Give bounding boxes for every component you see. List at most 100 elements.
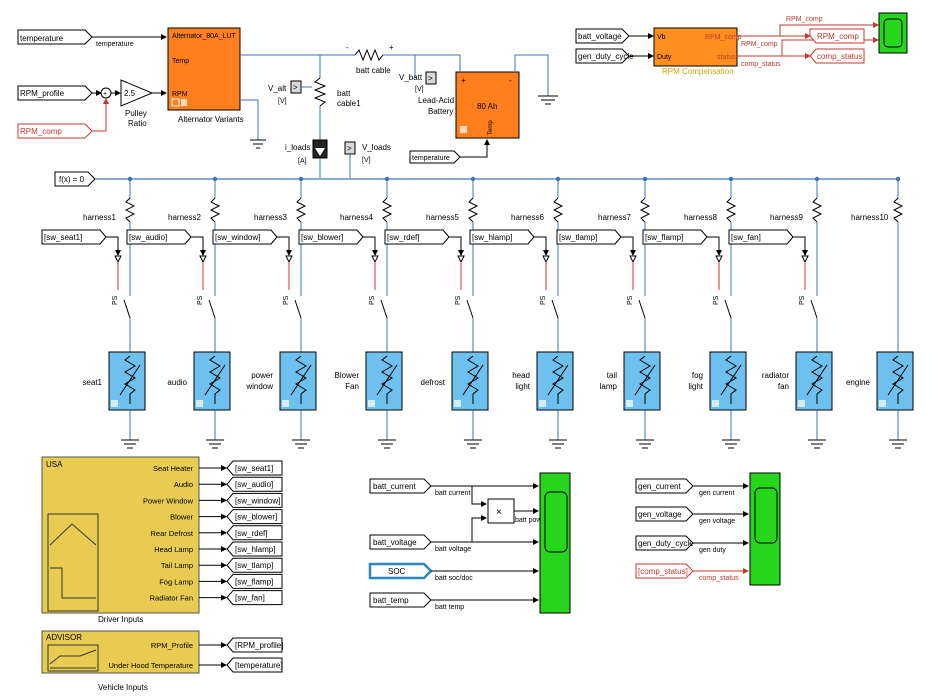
switch[interactable] (380, 299, 388, 319)
harness-resistor[interactable] (639, 197, 651, 223)
harness-resistor[interactable] (811, 197, 823, 223)
load-block-8[interactable] (709, 351, 747, 411)
svg-text:SOC: SOC (388, 567, 406, 576)
svg-text:batt_voltage: batt_voltage (373, 538, 417, 547)
from-tag-gen-current[interactable]: gen_current (635, 478, 694, 494)
harness-resistor[interactable] (725, 197, 737, 223)
battery-block[interactable]: + - 80 Ah Temp (455, 71, 520, 139)
harness-resistor[interactable] (892, 197, 904, 223)
vehicle-inputs-subsystem[interactable]: ADVISOR (41, 630, 200, 674)
harness-resistor[interactable] (124, 197, 136, 223)
goto-tag-sw-tlamp[interactable]: [sw_tlamp] (226, 557, 283, 573)
goto-tag-rpm-comp[interactable]: RPM_comp (809, 28, 865, 44)
goto-tag-sw-seat1[interactable]: [sw_seat1] (226, 460, 283, 476)
from-tag-rpm-comp[interactable]: RPM_comp (17, 123, 93, 139)
goto-tag-sw-flamp[interactable]: [sw_flamp] (226, 573, 283, 589)
switch[interactable] (724, 299, 732, 319)
gen-scope[interactable] (749, 472, 781, 586)
load-block-1[interactable] (108, 351, 146, 411)
from-tag-rpm-profile[interactable]: RPM_profile (17, 85, 93, 101)
goto-tag-sw-rdef[interactable]: [sw_rdef] (226, 525, 283, 541)
current-sensor-block[interactable] (312, 139, 328, 159)
switch[interactable] (208, 299, 216, 319)
load-block-5[interactable] (451, 351, 489, 411)
v-batt-scope-block[interactable]: > (425, 71, 437, 85)
from-tag-soc[interactable]: SOC (368, 562, 433, 580)
switch[interactable] (810, 299, 818, 319)
svg-text:ADVISOR: ADVISOR (46, 633, 82, 642)
goto-tag-temperature[interactable]: [temperature] (226, 657, 283, 673)
batt-cable1-line2: cable1 (337, 99, 361, 108)
goto-tag-sw-audio[interactable]: [sw_audio] (226, 476, 283, 492)
v-alt-scope-block[interactable]: > (290, 80, 302, 94)
switch[interactable] (123, 299, 131, 319)
alternator-block[interactable]: Alternator_80A_LUT Temp RPM (167, 27, 241, 111)
goto-tag-sw-blower[interactable]: [sw_blower] (226, 509, 283, 525)
svg-text:PS: PS (455, 295, 462, 305)
svg-text:RPM: RPM (172, 91, 188, 98)
svg-text:[sw_flamp]: [sw_flamp] (645, 233, 683, 242)
svg-text:[sw_tlamp]: [sw_tlamp] (235, 561, 273, 570)
batt-product-block[interactable]: × (487, 498, 515, 524)
from-tag-temperature-battery[interactable]: temperature (409, 150, 461, 164)
svg-text:RPM_profile: RPM_profile (20, 89, 65, 98)
load-label: window (245, 382, 273, 391)
batt-cable-resistor[interactable] (354, 48, 384, 62)
switch[interactable] (294, 299, 302, 319)
load-block-10[interactable] (876, 351, 914, 411)
rpm-comp-scope[interactable] (878, 12, 908, 54)
svg-text:gen_duty_cycle: gen_duty_cycle (578, 52, 634, 61)
from-tag-sw-fan[interactable]: [sw_fan] (728, 229, 794, 245)
load-block-9[interactable] (795, 351, 833, 411)
from-tag-sw-blower[interactable]: [sw_blower] (298, 229, 364, 245)
switch[interactable] (638, 299, 646, 319)
load-block-4[interactable] (365, 351, 403, 411)
from-tag-comp-status[interactable]: [comp_status] (635, 563, 694, 579)
load-block-7[interactable] (623, 351, 661, 411)
switch[interactable] (551, 299, 559, 319)
goto-tag-sw-fan[interactable]: [sw_fan] (226, 590, 283, 606)
from-tag-sw-seat1[interactable]: [sw_seat1] (41, 229, 107, 245)
from-tag-sw-flamp[interactable]: [sw_flamp] (642, 229, 708, 245)
wire-label: batt voltage (435, 546, 471, 553)
load-block-6[interactable] (536, 351, 574, 411)
from-tag-gen-duty-rpm[interactable]: gen_duty_cycle (575, 48, 634, 64)
from-tag-sw-hlamp[interactable]: [sw_hlamp] (469, 229, 535, 245)
from-tag-batt-voltage[interactable]: batt_voltage (369, 534, 432, 550)
goto-tag-comp-status[interactable]: comp_status (809, 48, 865, 64)
solver-config-block[interactable]: f(x) = 0 (54, 171, 96, 187)
ground (464, 439, 482, 449)
from-tag-batt-voltage-rpm[interactable]: batt_voltage (575, 28, 630, 44)
sum-block[interactable]: + (100, 87, 112, 99)
rpm-compensation-block[interactable]: Vb Duty RPM_comp status (653, 27, 742, 67)
from-tag-sw-rdef[interactable]: [sw_rdef] (384, 229, 450, 245)
load-block-3[interactable] (279, 351, 317, 411)
from-tag-batt-current[interactable]: batt_current (369, 478, 432, 494)
goto-tag-RPM-profile[interactable]: [RPM_profile] (226, 637, 283, 653)
goto-tag-sw-window[interactable]: [sw_window] (226, 492, 283, 508)
from-tag-sw-window[interactable]: [sw_window] (212, 229, 278, 245)
load-block-2[interactable] (193, 351, 231, 411)
pulley-gain-block[interactable]: 2.5 (120, 79, 154, 107)
from-tag-batt-temp[interactable]: batt_temp (369, 592, 432, 608)
batt-cable1-resistor[interactable] (313, 77, 327, 107)
harness-resistor[interactable] (295, 197, 307, 223)
goto-tag-sw-hlamp[interactable]: [sw_hlamp] (226, 541, 283, 557)
harness-resistor[interactable] (381, 197, 393, 223)
v-loads-scope-block[interactable]: > (344, 141, 356, 155)
harness-resistor[interactable] (209, 197, 221, 223)
driver-signal-label: Audio (174, 480, 193, 489)
harness-resistor[interactable] (467, 197, 479, 223)
driver-inputs-subsystem[interactable]: USA (41, 456, 200, 614)
from-tag-sw-tlamp[interactable]: [sw_tlamp] (556, 229, 622, 245)
batt-scope[interactable] (539, 472, 571, 614)
svg-text:[sw_blower]: [sw_blower] (301, 233, 343, 242)
from-tag-temperature[interactable]: temperature (17, 29, 93, 45)
harness-resistor[interactable] (552, 197, 564, 223)
switch[interactable] (466, 299, 474, 319)
from-tag-sw-audio[interactable]: [sw_audio] (126, 229, 192, 245)
from-tag-gen-voltage[interactable]: gen_voltage (635, 506, 694, 522)
from-tag-gen-duty-cycle[interactable]: gen_duty_cycle (635, 535, 694, 551)
